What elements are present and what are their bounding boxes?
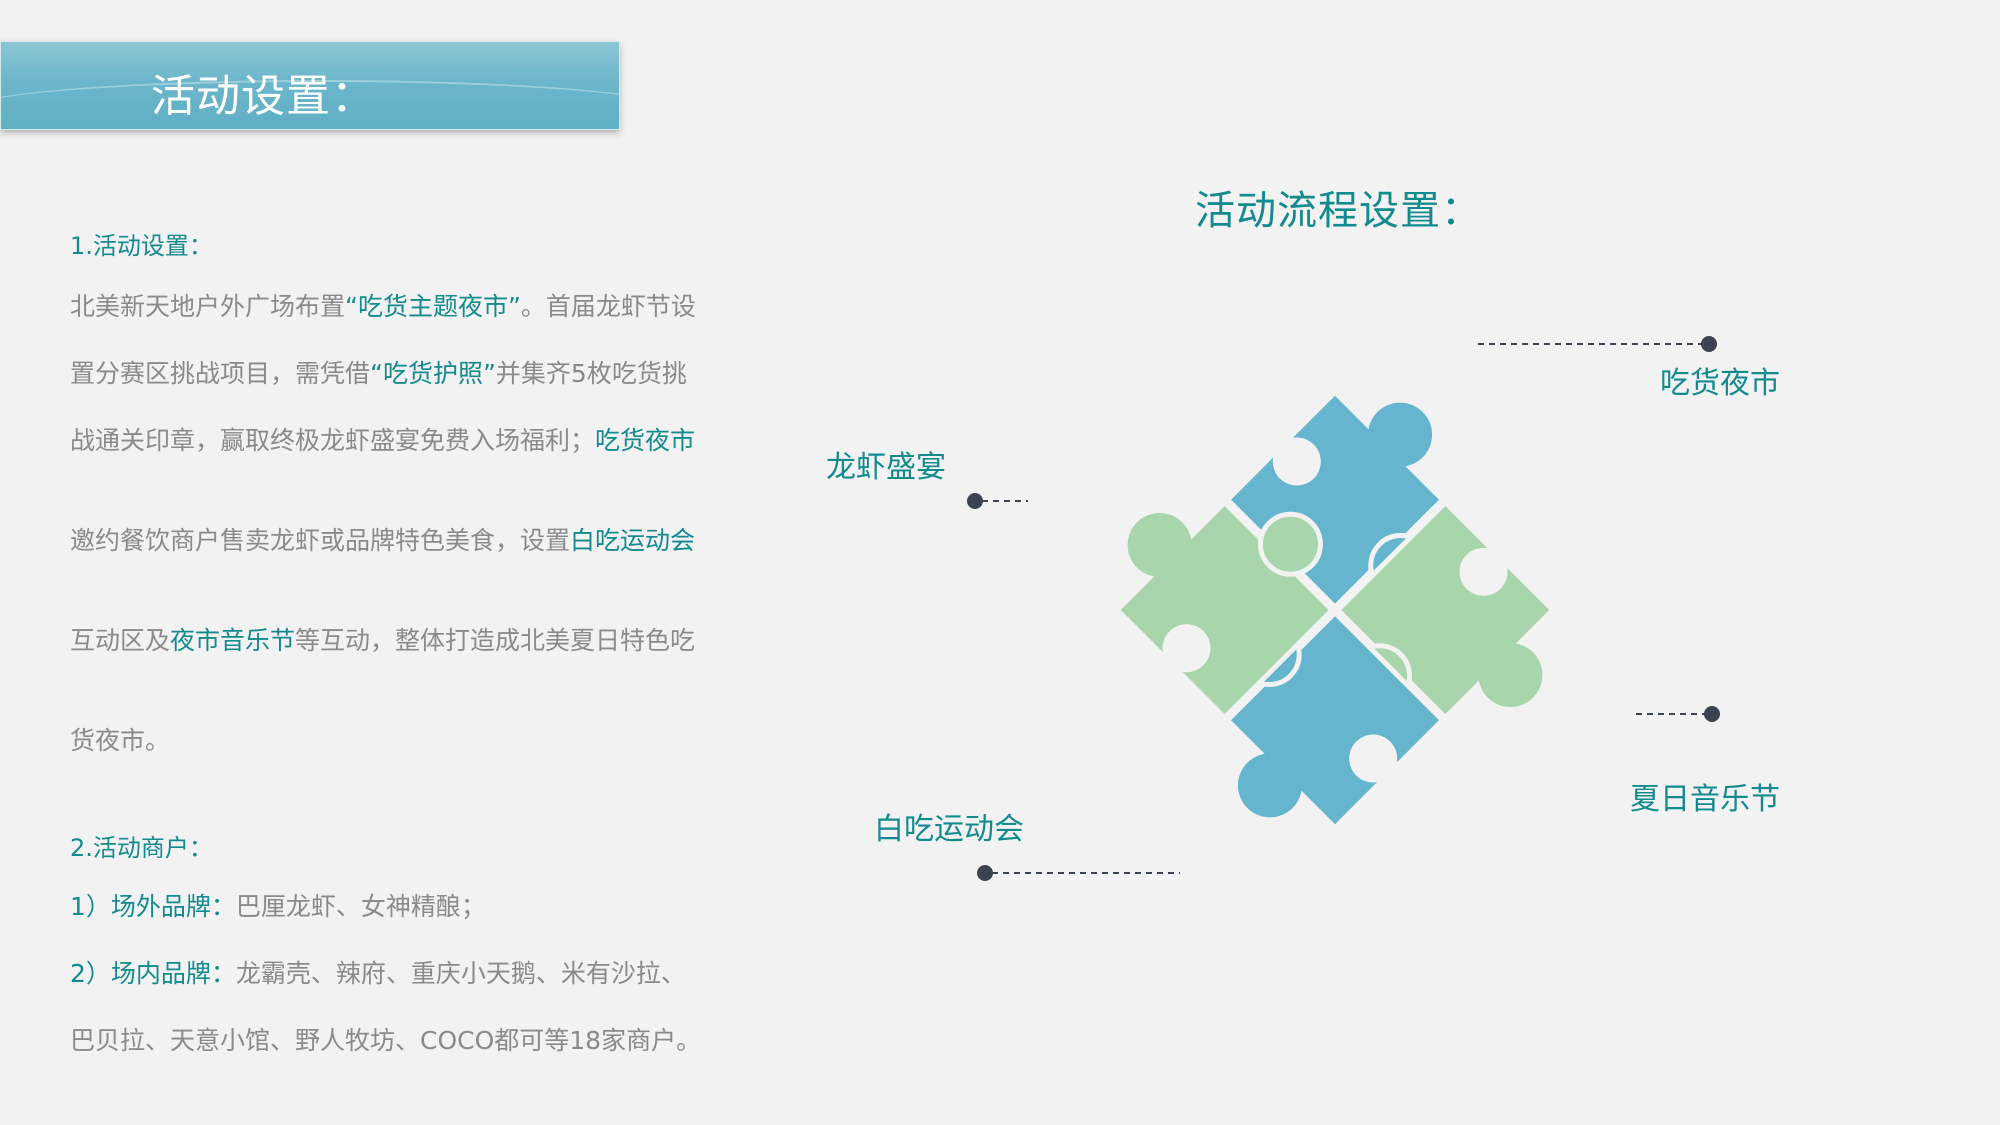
highlight-text: “吃货主题夜市” <box>345 292 521 321</box>
body-text: 并集齐5枚吃货挑 <box>495 359 687 388</box>
highlight-text: “吃货护照” <box>370 359 496 388</box>
puzzle-knob <box>1127 512 1192 577</box>
body-text: 战通关印章，赢取终极龙虾盛宴免费入场福利； <box>70 426 596 455</box>
body-text: 等互动，整体打造成北美夏日特色吃 <box>295 626 696 655</box>
body-text: 邀约餐饮商户售卖龙虾或品牌特色美食，设置 <box>70 526 571 555</box>
body-text: 。首届龙虾节设 <box>520 292 696 321</box>
section1-paragraph: 北美新天地户外广场布置“吃货主题夜市”。首届龙虾节设 <box>70 290 760 324</box>
puzzle-knob <box>1368 402 1433 467</box>
section2-title: 2.活动商户： <box>70 834 213 862</box>
puzzle-notch <box>1349 734 1398 783</box>
section1-paragraph: 互动区及夜市音乐节等互动，整体打造成北美夏日特色吃 <box>70 624 750 658</box>
puzzle-notch <box>1162 624 1211 673</box>
body-text: 北美新天地户外广场布置 <box>70 292 346 321</box>
callout-bottom-left: 白吃运动会 <box>874 812 1024 847</box>
puzzle-knob <box>1257 511 1323 577</box>
section1-paragraph: 货夜市。 <box>70 724 760 758</box>
merchant-list-text: 龙霸壳、辣府、重庆小天鹅、米有沙拉、 <box>235 959 686 988</box>
section1-title: 1.活动设置： <box>70 232 213 260</box>
callout-bottom-right: 夏日音乐节 <box>1630 782 1780 817</box>
callout-top-right: 吃货夜市 <box>1660 366 1780 401</box>
highlight-text: 夜市音乐节 <box>170 626 296 655</box>
leader-dot-bottom-right <box>1704 706 1720 722</box>
highlight-text: 吃货夜市 <box>595 426 696 455</box>
header-banner: 活动设置： <box>0 41 620 130</box>
merchant-list-item: 2）场内品牌：龙霸壳、辣府、重庆小天鹅、米有沙拉、 <box>70 957 790 991</box>
puzzle-knob <box>1478 643 1543 708</box>
section1-paragraph: 邀约餐饮商户售卖龙虾或品牌特色美食，设置白吃运动会 <box>70 524 750 558</box>
merchant-list-text: 巴厘龙虾、女神精酿； <box>235 892 486 921</box>
highlight-text: 白吃运动会 <box>570 526 696 555</box>
puzzle-knob <box>1237 753 1302 818</box>
page-title: 活动设置： <box>151 71 376 122</box>
puzzle-graphic <box>1113 388 1557 832</box>
leader-dot-bottom-left <box>977 865 993 881</box>
body-text: 货夜市。 <box>70 726 171 755</box>
merchant-list-label: 1）场外品牌： <box>70 892 236 921</box>
leader-dot-left <box>967 493 983 509</box>
merchant-list-item: 1）场外品牌：巴厘龙虾、女神精酿； <box>70 890 790 924</box>
callout-left: 龙虾盛宴 <box>826 450 946 485</box>
section1-paragraph: 置分赛区挑战项目，需凭借“吃货护照”并集齐5枚吃货挑 <box>70 357 760 391</box>
merchant-list-label: 2）场内品牌： <box>70 959 236 988</box>
body-text: 置分赛区挑战项目，需凭借 <box>70 359 371 388</box>
merchant-list-item: 巴贝拉、天意小馆、野人牧坊、COCO都可等18家商户。 <box>70 1024 790 1058</box>
puzzle-notch <box>1272 437 1321 486</box>
leader-dot-top-right <box>1701 336 1717 352</box>
puzzle-notch <box>1459 547 1508 596</box>
body-text: 互动区及 <box>70 626 171 655</box>
merchant-list-text: 巴贝拉、天意小馆、野人牧坊、COCO都可等18家商户。 <box>70 1026 702 1055</box>
section1-paragraph: 战通关印章，赢取终极龙虾盛宴免费入场福利；吃货夜市 <box>70 424 750 458</box>
flow-title: 活动流程设置： <box>1195 188 1482 234</box>
